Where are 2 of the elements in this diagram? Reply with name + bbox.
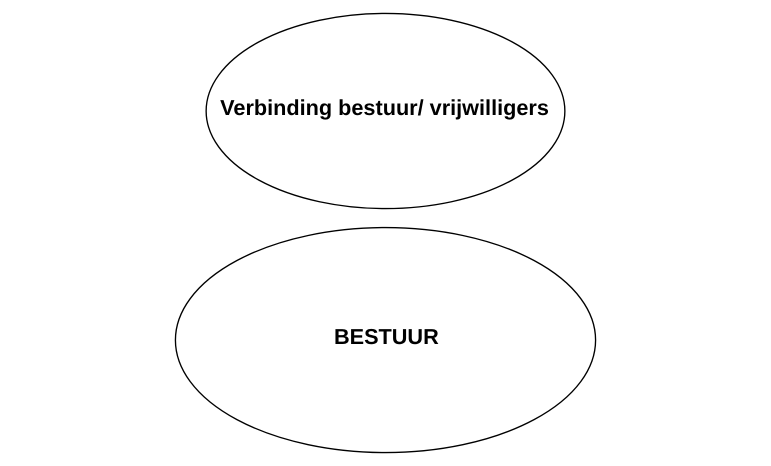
node-ellipse: Verbinding bestuur/ vrijwilligers [205,12,566,210]
node-ellipse: BESTUUR [174,226,596,454]
